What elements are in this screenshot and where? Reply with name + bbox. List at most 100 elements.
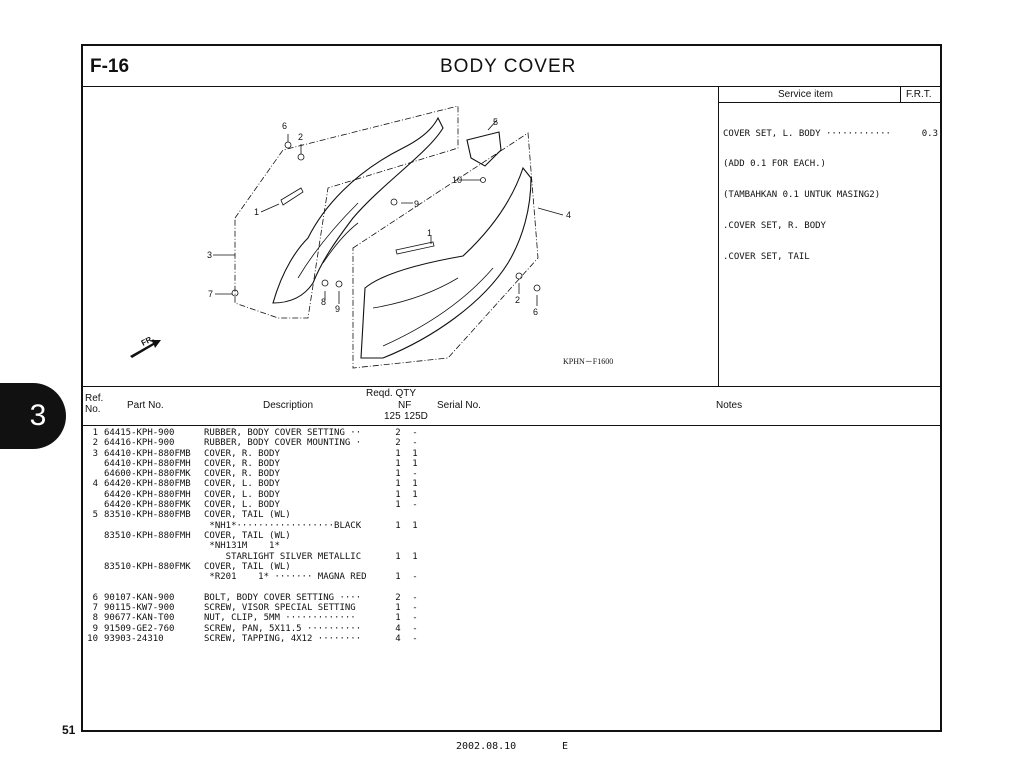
ref-cell: 1 — [92, 428, 98, 438]
table-row: 2 64416-KPH-900 RUBBER, BODY COVER MOUNTIN… — [0, 438, 520, 448]
screw-icon — [480, 177, 486, 183]
reqd-qty-header: Reqd. QTY — [366, 388, 417, 399]
qty-125-cell: 1 — [395, 489, 401, 500]
description-cell: RUBBER, BODY COVER MOUNTING · — [204, 438, 362, 449]
qty-125-cell: 1 — [395, 572, 401, 583]
qty-125-cell: 1 — [395, 448, 401, 459]
callout: 9 — [335, 304, 340, 314]
part-no-header: Part No. — [127, 400, 164, 411]
grommet-icon — [515, 272, 523, 280]
table-header-divider — [82, 425, 941, 426]
callout: 2 — [515, 295, 520, 305]
service-line: (ADD 0.1 FOR EACH.) — [723, 159, 940, 169]
qty-125d-cell: - — [412, 633, 418, 644]
serial-no-header: Serial No. — [437, 400, 481, 411]
callout: 9 — [414, 199, 419, 209]
grommet-icon — [297, 153, 305, 161]
description-cell: NUT, CLIP, 5MM ············· — [204, 613, 356, 624]
r-body-cover — [272, 116, 444, 304]
qty-125-cell: 1 — [395, 469, 401, 480]
callout: 5 — [493, 117, 498, 127]
nf-header: NF — [398, 400, 412, 411]
exploded-parts-diagram: 6 2 1 3 7 8 9 5 10 9 4 1 2 6 FR. — [130, 105, 571, 369]
qty-125-cell: 1 — [395, 500, 401, 511]
page-number: 51 — [62, 723, 76, 737]
qty-125d-cell: 1 — [412, 520, 418, 531]
description-cell: COVER, L. BODY — [204, 479, 280, 490]
callout: 8 — [321, 297, 326, 307]
service-text: (ADD 0.1 FOR EACH.) — [723, 159, 826, 170]
description-cell: *NH1*··················BLACK — [204, 520, 362, 531]
frt-header: F.R.T. — [906, 89, 932, 100]
callout: 4 — [566, 210, 571, 220]
ref-cell: 6 — [92, 592, 98, 603]
qty-125d-cell: - — [412, 500, 418, 511]
screw-icon — [335, 280, 343, 288]
rubber-strip — [280, 187, 304, 206]
part-no-cell: 64420-KPH-880FMK — [104, 500, 191, 511]
description-cell: *NH131M 1* — [204, 541, 280, 552]
leader-lines — [213, 119, 564, 306]
callout: 1 — [427, 228, 432, 238]
ref-cell: 4 — [92, 479, 98, 490]
service-text: .COVER SET, TAIL — [723, 252, 810, 263]
callout: 2 — [298, 132, 303, 142]
description-cell: COVER, L. BODY — [204, 500, 280, 511]
qty-125-cell: 1 — [395, 520, 401, 531]
part-no-cell: 91509-GE2-760 — [104, 623, 175, 634]
qty-125-cell: 2 — [395, 592, 401, 603]
ref-cell: 7 — [92, 603, 98, 614]
part-no-cell: 64410-KPH-880FMB — [104, 448, 191, 459]
diagram-bottom-divider — [82, 386, 941, 387]
part-no-cell: 90115-KW7-900 — [104, 603, 175, 614]
service-text: COVER SET, L. BODY ············ — [723, 128, 891, 139]
col-125d-header: 125D — [404, 411, 428, 422]
l-body-assembly-outline — [352, 132, 539, 369]
description-cell: COVER, R. BODY — [204, 458, 280, 469]
section-code: F-16 — [90, 56, 130, 77]
bolt-icon — [284, 141, 292, 149]
description-cell: BOLT, BODY COVER SETTING ···· — [204, 592, 362, 603]
qty-125-cell: 1 — [395, 613, 401, 624]
ref-header: Ref. No. — [85, 393, 104, 415]
description-cell: SCREW, VISOR SPECIAL SETTING — [204, 603, 356, 614]
table-row: 64420-KPH-880FMK COVER, L. BODY 1- — [0, 500, 520, 510]
page-title: BODY COVER — [440, 56, 577, 77]
description-cell: COVER, TAIL (WL) — [204, 510, 291, 521]
col-125-header: 125 — [384, 411, 401, 422]
header-divider — [82, 86, 941, 87]
page-frame — [81, 44, 942, 732]
service-text: (TAMBAHKAN 0.1 UNTUK MASING2) — [723, 190, 881, 201]
ref-cell: 3 — [92, 448, 98, 459]
l-body-cover-detail — [372, 267, 494, 347]
table-row: 6 90107-KAN-900 BOLT, BODY COVER SETTING ·… — [0, 593, 520, 603]
callout: 6 — [533, 307, 538, 317]
diagram-code: KPHN－F1600 — [563, 357, 614, 366]
qty-125d-cell: - — [412, 438, 418, 449]
chapter-tab[interactable]: 3 — [0, 383, 66, 449]
qty-125-cell: 1 — [395, 479, 401, 490]
qty-125-cell: 2 — [395, 438, 401, 449]
part-no-cell: 90107-KAN-900 — [104, 592, 175, 603]
qty-125d-cell: 1 — [412, 458, 418, 469]
notes-header: Notes — [716, 400, 743, 411]
screw-icon — [390, 198, 398, 206]
qty-125-cell: 4 — [395, 633, 401, 644]
part-no-cell: 64420-KPH-880FMB — [104, 479, 191, 490]
qty-125d-cell: - — [412, 603, 418, 614]
rubber-strip-l — [395, 241, 435, 255]
service-line: .COVER SET, TAIL — [723, 252, 940, 262]
description-cell: SCREW, PAN, 5X11.5 ·········· — [204, 623, 362, 634]
qty-125d-cell: - — [412, 572, 418, 583]
description-cell: COVER, L. BODY — [204, 489, 280, 500]
part-no-cell: 64416-KPH-900 — [104, 438, 175, 449]
